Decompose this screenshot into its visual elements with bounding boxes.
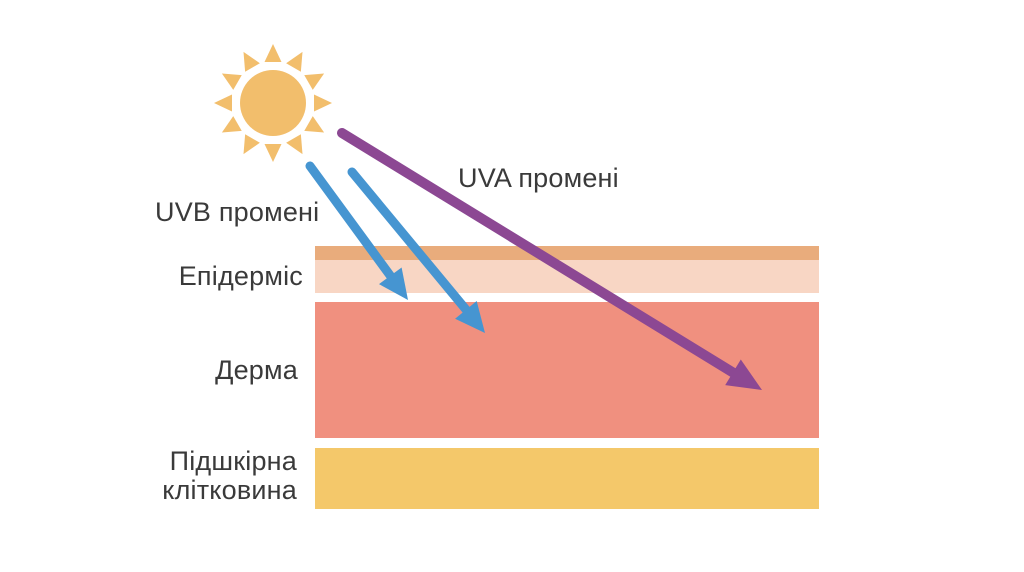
- uvb-ray-arrow-2: [347, 167, 485, 333]
- uva-ray-arrow: [337, 128, 762, 390]
- uva-ray-label: UVA промені: [458, 163, 619, 193]
- epidermis-label: Епідерміс: [178, 261, 303, 291]
- subcutaneous-label: Підшкірна клітковина: [162, 446, 297, 505]
- uvb-ray-label: UVB промені: [155, 197, 320, 227]
- uvb-ray-arrow-1: [305, 161, 408, 300]
- dermis-label: Дерма: [215, 355, 298, 385]
- subcutaneous-layer-band: [315, 448, 819, 509]
- epidermis-outer-layer-band: [315, 246, 819, 260]
- sun-icon: [214, 44, 332, 162]
